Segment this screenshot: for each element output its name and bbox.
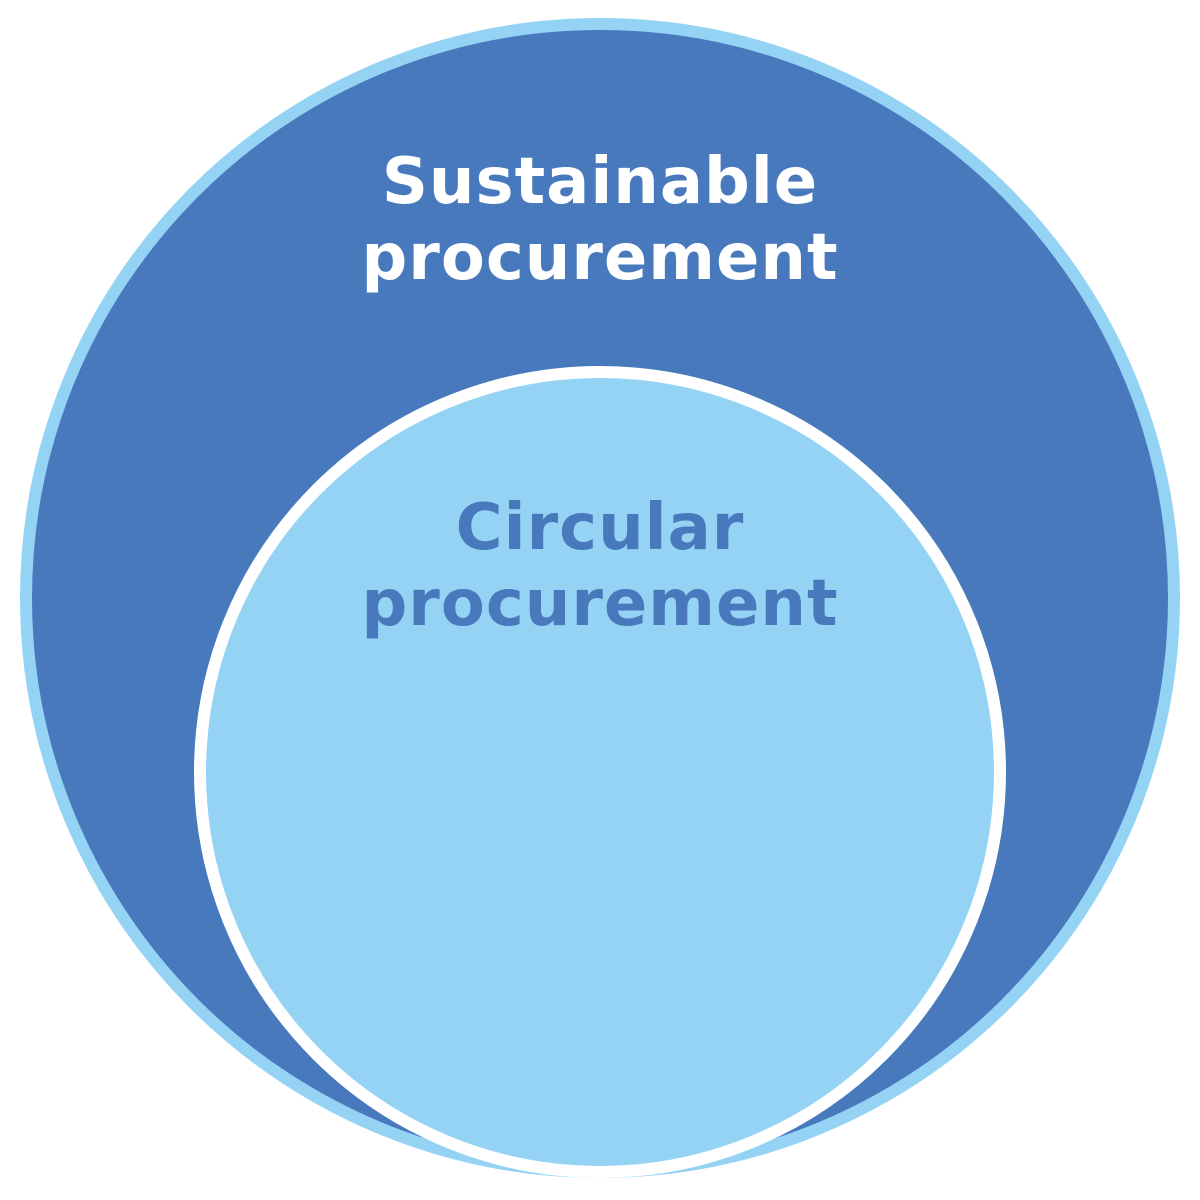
outer-label-line2: procurement <box>361 221 839 295</box>
outer-circle-label: Sustainable procurement <box>0 144 1200 296</box>
inner-label-line2: procurement <box>361 567 839 641</box>
inner-circle-circular <box>194 366 1006 1178</box>
outer-label-line1: Sustainable <box>381 145 819 219</box>
inner-circle-label: Circular procurement <box>0 490 1200 642</box>
inner-label-line1: Circular <box>455 491 745 565</box>
